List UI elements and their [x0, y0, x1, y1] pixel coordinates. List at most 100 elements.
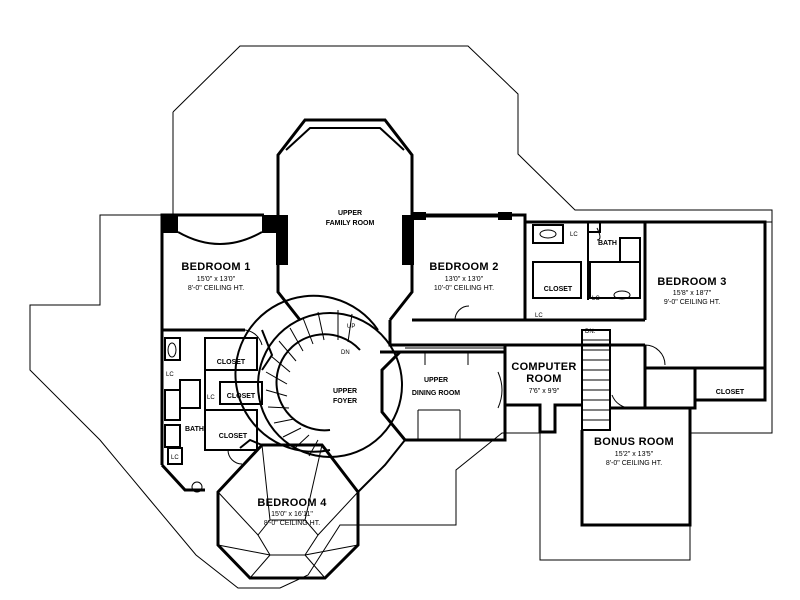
stair-up-label: UP: [347, 324, 355, 330]
closet-label: CLOSET: [716, 389, 745, 396]
svg-text:8'-0" CEILING HT.: 8'-0" CEILING HT.: [606, 460, 662, 467]
wall-segment: [239, 438, 263, 449]
svg-text:UPPER: UPPER: [333, 388, 357, 395]
lc-label: LC: [166, 372, 174, 378]
bonus-stair-down-label: DN.: [585, 329, 596, 335]
lc-label: LC: [535, 313, 543, 319]
roof-outline: [29, 45, 773, 589]
svg-text:COMPUTER: COMPUTER: [511, 361, 576, 373]
bath-label: BATH: [598, 240, 617, 247]
closet-label: CLOSET: [217, 359, 246, 366]
lc-label: LC: [570, 232, 578, 238]
bath-label: BATH: [185, 426, 204, 433]
computer-room-label: COMPUTER ROOM 7'6" x 9'9": [511, 361, 576, 395]
svg-text:9'-0" CEILING HT.: 9'-0" CEILING HT.: [664, 299, 720, 306]
lc-label: LC: [207, 395, 215, 401]
wall-segment: [644, 344, 666, 366]
svg-text:15'8" x 18'7": 15'8" x 18'7": [673, 290, 712, 297]
wall-segment: [587, 221, 601, 233]
svg-text:FOYER: FOYER: [333, 398, 357, 405]
bedroom-2-walls: [412, 213, 527, 322]
svg-text:DINING ROOM: DINING ROOM: [412, 390, 460, 397]
bonus-room-walls: [580, 408, 692, 527]
bath-2-closet-box: [532, 261, 582, 299]
wall-segment: [249, 554, 271, 579]
bedroom-1-walls: [160, 213, 264, 465]
wall-segment: [219, 381, 263, 405]
wall-segment: [164, 389, 181, 421]
closet-label: CLOSET: [544, 286, 573, 293]
wall-segment: [388, 320, 645, 347]
wall-segment: [261, 329, 274, 371]
svg-text:UPPER: UPPER: [338, 210, 362, 217]
wall-segment: [317, 491, 359, 536]
lc-label: LC: [171, 455, 179, 461]
wall-segment: [539, 229, 557, 239]
svg-text:15'0" x 13'0": 15'0" x 13'0": [197, 276, 236, 283]
svg-text:FAMILY ROOM: FAMILY ROOM: [326, 220, 375, 227]
closet-label: CLOSET: [219, 433, 248, 440]
wall-block: [412, 212, 426, 220]
svg-text:15'0" x 16'11": 15'0" x 16'11": [271, 511, 313, 518]
wall-segment: [217, 491, 259, 536]
wall-segment: [454, 305, 470, 321]
wall-segment: [304, 554, 326, 579]
wall-segment: [532, 224, 564, 244]
wall-segment: [611, 394, 633, 409]
bedroom-1-bay-arc: [177, 231, 263, 245]
wall-segment: [497, 371, 503, 409]
wall-segment: [613, 290, 631, 300]
bedroom-1-window-block: [162, 215, 178, 233]
bedroom-3-closet: [695, 366, 767, 402]
wall-segment: [191, 481, 203, 493]
wall-segment: [227, 449, 243, 465]
svg-text:ROOM: ROOM: [526, 373, 561, 385]
wall-segment: [204, 409, 258, 451]
svg-text:BEDROOM 3: BEDROOM 3: [657, 276, 726, 288]
svg-text:7'6" x 9'9": 7'6" x 9'9": [529, 388, 560, 395]
wall-block: [276, 215, 288, 265]
svg-text:8'-0" CEILING HT.: 8'-0" CEILING HT.: [188, 285, 244, 292]
bedroom-1-label: BEDROOM 1 15'0" x 13'0" 8'-0" CEILING HT…: [181, 261, 250, 292]
wall-segment: [167, 342, 177, 358]
wall-segment: [160, 463, 205, 492]
wall-segment: [380, 350, 507, 442]
bedroom-4-label: BEDROOM 4 15'0" x 16'11" 8'-0" CEILING H…: [257, 497, 327, 527]
stair-down-label: DN: [341, 350, 350, 356]
wall-block: [498, 212, 512, 220]
svg-text:BEDROOM 4: BEDROOM 4: [257, 497, 327, 509]
family-room-label: UPPER FAMILY ROOM: [326, 210, 375, 227]
wall-block: [262, 215, 278, 233]
wall-segment: [164, 337, 181, 361]
wall-segment: [217, 544, 271, 556]
wall-segment: [261, 444, 271, 521]
wall-segment: [589, 261, 641, 299]
svg-text:15'2" x 13'5": 15'2" x 13'5": [615, 451, 654, 458]
wall-segment: [276, 265, 302, 321]
wall-segment: [357, 439, 406, 493]
bonus-stairs: [581, 329, 611, 431]
svg-text:UPPER: UPPER: [424, 377, 448, 384]
wall-segment: [388, 265, 414, 321]
bonus-room-label: BONUS ROOM 15'2" x 13'5" 8'-0" CEILING H…: [594, 436, 674, 467]
wall-segment: [179, 379, 201, 409]
wall-segment: [304, 444, 323, 521]
wall-segment: [619, 237, 641, 263]
svg-text:BEDROOM 1: BEDROOM 1: [181, 261, 250, 273]
wall-segment: [164, 424, 181, 448]
wall-segment: [304, 544, 359, 556]
bedroom-2-label: BEDROOM 2 13'0" x 13'0" 10'-0" CEILING H…: [429, 261, 498, 292]
wall-segment: [596, 227, 601, 241]
svg-text:BONUS ROOM: BONUS ROOM: [594, 436, 674, 448]
closet-label: CLOSET: [227, 393, 256, 400]
family-room-walls: [276, 118, 414, 215]
svg-text:10'-0" CEILING HT.: 10'-0" CEILING HT.: [434, 285, 494, 292]
wall-segment: [167, 447, 183, 465]
foyer-label: UPPER FOYER: [333, 388, 357, 405]
svg-text:BEDROOM 2: BEDROOM 2: [429, 261, 498, 273]
bedroom-3-label: BEDROOM 3 15'8" x 18'7" 9'-0" CEILING HT…: [657, 276, 726, 306]
wall-segment: [244, 329, 263, 346]
dining-room-label: UPPER DINING ROOM: [412, 377, 460, 397]
wall-segment: [285, 127, 405, 151]
